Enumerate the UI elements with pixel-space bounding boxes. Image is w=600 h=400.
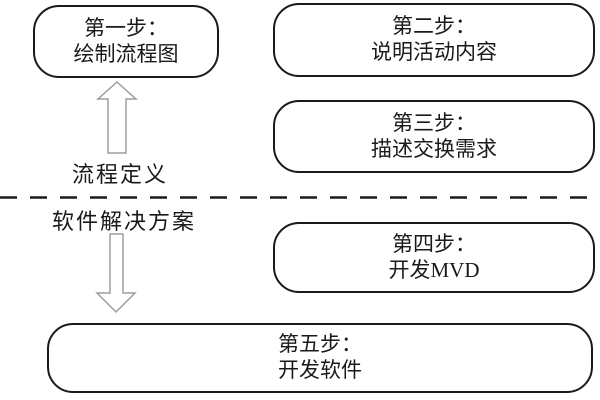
step1-title: 第一步： — [84, 15, 168, 40]
down-arrow-icon — [95, 233, 137, 314]
step3-box: 第三步： 描述交换需求 — [273, 100, 595, 173]
step5-title: 第五步： — [278, 332, 362, 357]
up-arrow-icon — [96, 80, 138, 154]
step4-desc: 开发MVD — [388, 257, 480, 282]
step1-box: 第一步： 绘制流程图 — [33, 5, 219, 78]
step4-box: 第四步： 开发MVD — [273, 222, 595, 293]
process-definition-label: 流程定义 — [72, 162, 169, 187]
software-solution-label: 软件解决方案 — [52, 209, 197, 234]
step5-box: 第五步： 开发软件 — [47, 323, 593, 393]
step4-title: 第四步： — [392, 231, 476, 256]
step2-box: 第二步： 说明活动内容 — [273, 3, 595, 77]
step5-desc: 开发软件 — [278, 358, 362, 382]
step1-desc: 绘制流程图 — [73, 41, 179, 66]
step3-desc: 描述交换需求 — [371, 136, 497, 161]
step2-title: 第二步： — [392, 14, 476, 39]
step2-desc: 说明活动内容 — [371, 40, 497, 64]
step3-title: 第三步： — [392, 110, 476, 135]
dashed-divider — [0, 196, 600, 199]
